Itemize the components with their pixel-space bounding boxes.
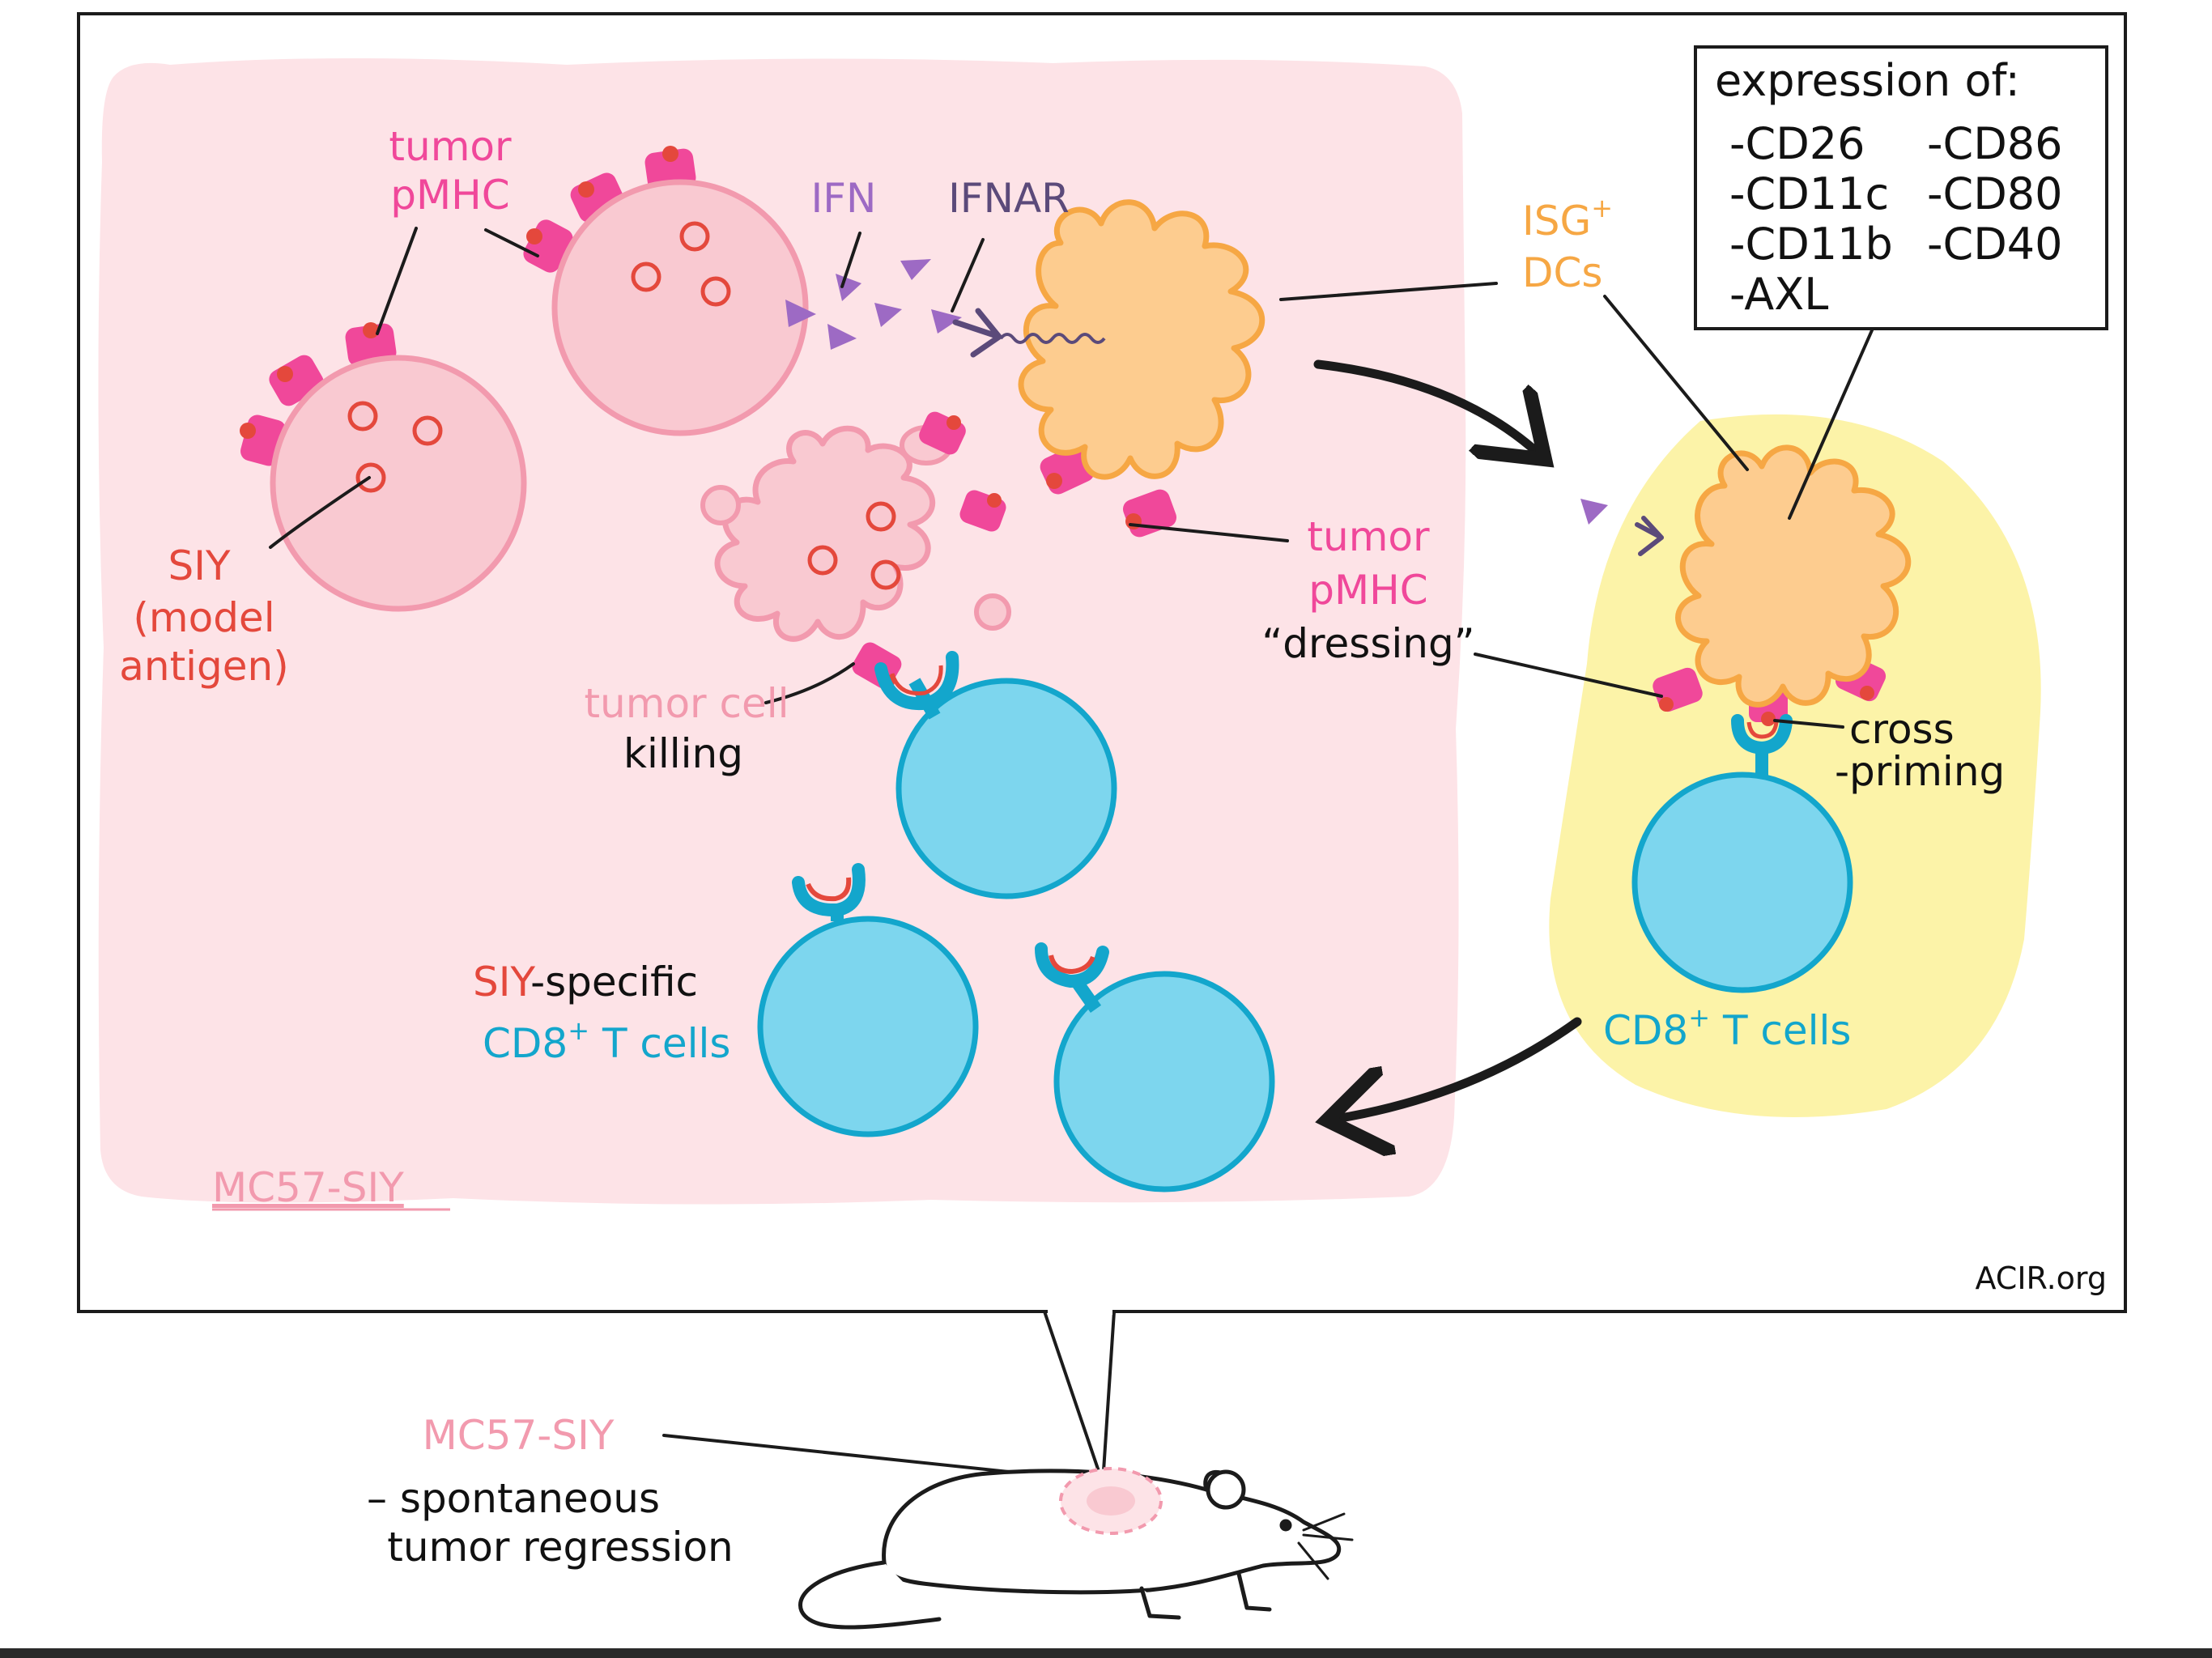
pmhc-marker: [345, 322, 397, 367]
expression-item: -AXL: [1729, 269, 1828, 320]
acir-credit: ACIR.org: [1975, 1261, 2107, 1296]
cell-fragment: [700, 485, 741, 525]
ifnar-receptor: [952, 308, 1002, 358]
cell-fragment: [974, 593, 1011, 631]
tumor-pmhc-top-label-1: tumor: [389, 123, 512, 170]
tumor-core-on-mouse: [1087, 1486, 1135, 1516]
arrow-to-lymph-node: [1313, 359, 1538, 453]
ifnar-label: IFNAR: [948, 175, 1070, 222]
ifn-molecule: [1580, 499, 1608, 525]
expression-item: -CD11c: [1729, 168, 1889, 219]
pmhc-marker: [919, 411, 966, 455]
tumor-cell-left: [240, 322, 527, 612]
pmhc-marker: [1653, 667, 1703, 712]
spontaneous-label: – spontaneous: [367, 1475, 660, 1522]
ifnar-signal: [999, 333, 1106, 344]
t-cell-killing: [874, 651, 1117, 899]
tumor-cell-top: [523, 146, 809, 436]
antigen-cluster: [355, 462, 386, 493]
antigen-cluster: [870, 559, 901, 590]
t-cell-siy-right: [1035, 942, 1275, 1192]
expression-item: -CD11b: [1729, 219, 1893, 270]
expression-item: -CD26: [1729, 118, 1865, 169]
t-cell-siy-left: [757, 863, 979, 1137]
antigen-cluster: [866, 501, 896, 532]
isg-dcs-label-1: ISG+: [1522, 193, 1613, 244]
antigen-cluster: [807, 545, 838, 576]
tumor-pmhc-right-label-1: tumor: [1307, 513, 1430, 560]
antigen-cluster: [631, 261, 661, 292]
expression-title: expression of:: [1715, 55, 2020, 106]
antigen-cluster: [412, 415, 443, 446]
antigen-cluster: [347, 401, 378, 432]
tumor-regression-label: tumor regression: [387, 1524, 734, 1571]
ifn-label: IFN: [811, 175, 877, 222]
tcr-receptor: [874, 651, 959, 711]
mc57-siy-mouse-label: MC57-SIY: [423, 1412, 615, 1459]
expression-box: expression of: -CD26 -CD11c -CD11b -AXL …: [1694, 45, 2108, 330]
arrow-to-tumor: [1336, 1017, 1582, 1119]
tumor-pmhc-top-label-2: pMHC: [390, 172, 509, 219]
cross-label: cross: [1849, 706, 1955, 753]
ifn-molecules: [785, 259, 962, 350]
expression-item: -CD40: [1927, 219, 2062, 270]
cd8-right-label: CD8+ T cells: [1603, 1002, 1851, 1054]
ifnar-receptor: [1635, 516, 1664, 556]
tumor-cell-label: tumor cell: [584, 680, 789, 727]
priming-label: -priming: [1835, 748, 2005, 795]
expression-item: -CD80: [1927, 168, 2062, 219]
t-cell-lymph: [1631, 714, 1853, 993]
tumor-pmhc-right-label-2: pMHC: [1308, 567, 1427, 614]
dressing-label: “dressing”: [1261, 620, 1474, 667]
siy-specific-label: SIY-specific: [473, 959, 698, 1005]
tcr-receptor: [1035, 942, 1109, 988]
expression-item: -CD86: [1927, 118, 2062, 169]
cd8-left-label: CD8+ T cells: [483, 1015, 730, 1067]
killing-label: killing: [623, 730, 743, 777]
pmhc-marker: [1040, 444, 1095, 495]
leader-lines: [269, 227, 1874, 1483]
callout-gap: [1048, 1308, 1112, 1315]
siy-label-3: antigen): [119, 643, 289, 690]
siy-label-2: (model: [133, 594, 274, 641]
tcr-receptor: [792, 863, 866, 917]
dendritic-cell-lymph: [1580, 444, 1912, 726]
isg-dcs-label-2: DCs: [1522, 249, 1602, 296]
pmhc-marker: [523, 219, 573, 273]
dendritic-cell-tumor: [952, 199, 1266, 538]
antigen-cluster: [700, 276, 731, 307]
tcr-receptor: [1731, 714, 1793, 755]
antigen-cluster: [679, 221, 710, 252]
bottom-strip: [0, 1648, 2212, 1658]
mc57-siy-panel-label: MC57-SIY: [212, 1164, 404, 1211]
callout-pointer: [1043, 1311, 1116, 1484]
pmhc-marker: [959, 490, 1006, 532]
siy-label-1: SIY: [168, 542, 230, 589]
